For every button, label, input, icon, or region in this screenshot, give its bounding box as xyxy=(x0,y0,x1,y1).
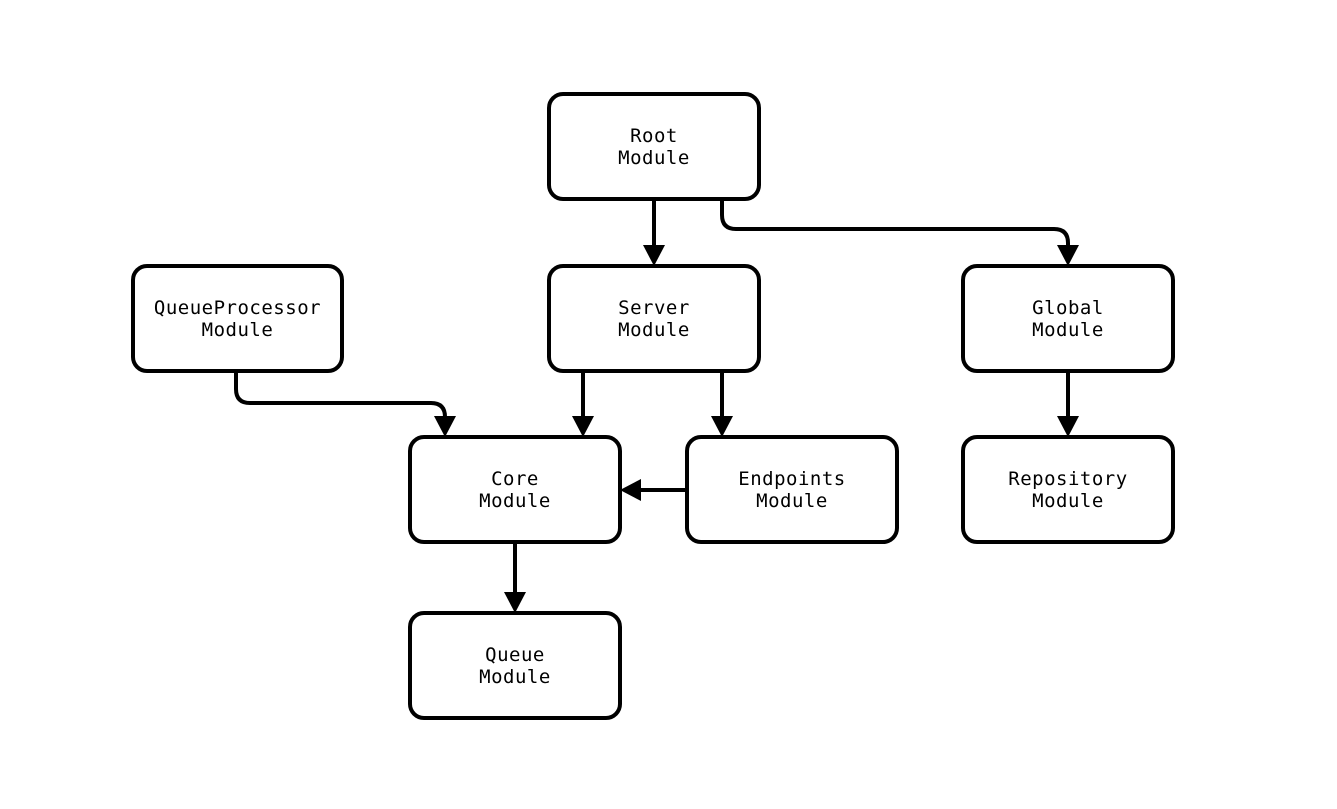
edge-line xyxy=(234,371,447,423)
node-box-queue[interactable] xyxy=(408,611,622,720)
edge-global-to-repository xyxy=(1057,371,1079,437)
arrowhead-icon xyxy=(572,416,594,437)
node-box-endpoints[interactable] xyxy=(685,435,899,544)
edge-server-to-endpoints xyxy=(711,371,733,437)
arrowhead-icon xyxy=(620,479,641,501)
arrowhead-icon xyxy=(434,416,456,437)
node-box-server[interactable] xyxy=(547,264,761,373)
arrowhead-icon xyxy=(711,416,733,437)
arrowhead-icon xyxy=(504,592,526,613)
arrowhead-icon xyxy=(643,245,665,266)
arrowhead-icon xyxy=(1057,416,1079,437)
edge-server-to-core xyxy=(572,371,594,437)
node-box-core[interactable] xyxy=(408,435,622,544)
node-box-global[interactable] xyxy=(961,264,1175,373)
edge-queueprocessor-to-core xyxy=(234,371,456,437)
node-box-repository[interactable] xyxy=(961,435,1175,544)
edge-endpoints-to-core xyxy=(620,479,687,501)
node-box-queueprocessor[interactable] xyxy=(131,264,344,373)
arrowhead-icon xyxy=(1057,245,1079,266)
node-box-root[interactable] xyxy=(547,92,761,201)
edge-core-to-queue xyxy=(504,542,526,613)
edge-line xyxy=(720,199,1070,252)
edge-root-to-global xyxy=(720,199,1079,266)
edge-root-to-server xyxy=(643,199,665,266)
